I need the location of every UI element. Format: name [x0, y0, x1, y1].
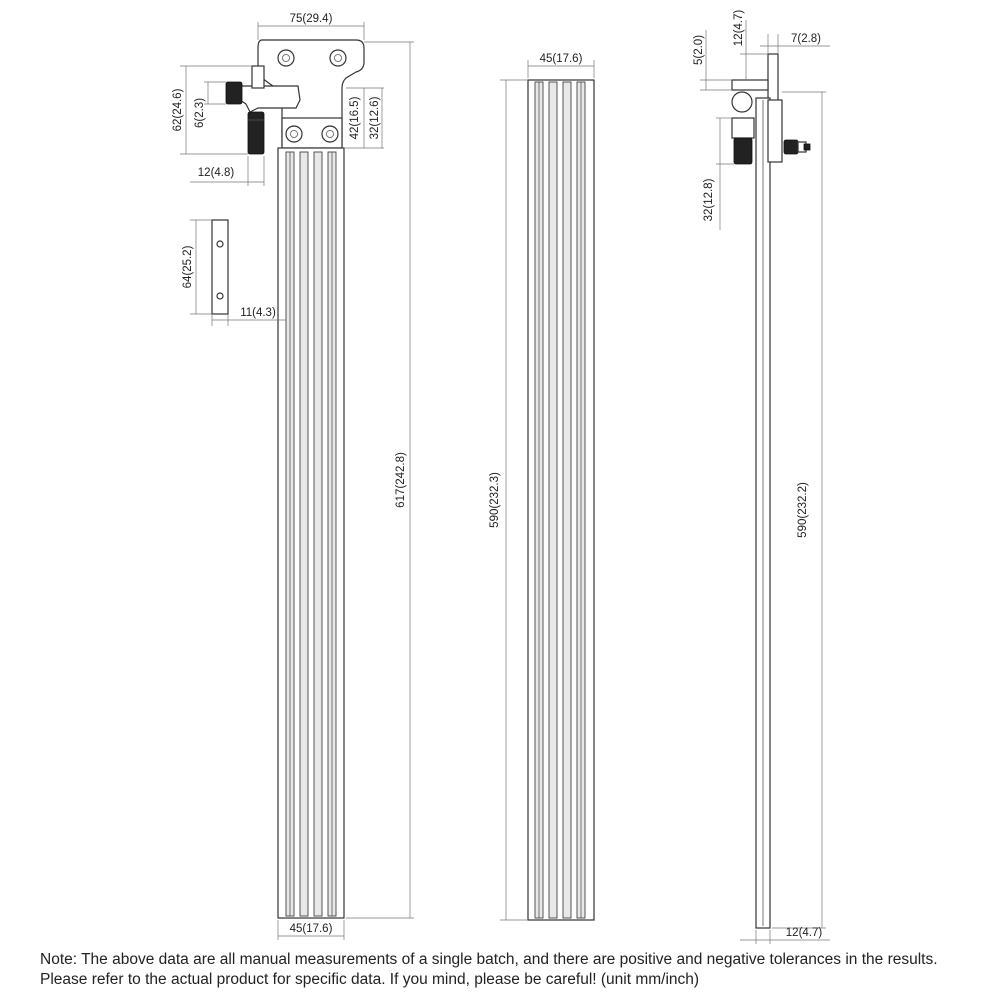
dim-side-12-top: 12(4.7) — [733, 10, 745, 47]
left-view: 75(29.4) 617(242.8) 42(16.5) 32(12.6) 62… — [172, 13, 414, 940]
dim-total-length: 617(242.8) — [395, 452, 407, 508]
dim-top-width: 75(29.4) — [290, 13, 333, 25]
dim-clamp-height: 62(24.6) — [172, 88, 184, 131]
t-nut — [211, 219, 229, 315]
dim-side-bottom: 12(4.7) — [786, 927, 823, 939]
dim-bracket-42: 42(16.5) — [349, 96, 361, 139]
disclaimer-note: Note: The above data are all manual meas… — [40, 951, 938, 988]
side-knob — [733, 137, 753, 165]
side-view: 5(2.0) 12(4.7) 7(2.8) 32(12.8) 590(232.2… — [693, 10, 830, 944]
dim-side-5: 5(2.0) — [693, 35, 705, 65]
t-nut-view: 64(25.2) 11(4.3) — [182, 219, 286, 326]
dim-bottom-width-left: 45(17.6) — [290, 923, 333, 935]
dim-front-length: 590(232.3) — [489, 472, 501, 528]
side-plate — [767, 53, 779, 103]
dim-bracket-32: 32(12.6) — [369, 96, 381, 139]
dim-nut-height: 64(25.2) — [182, 245, 194, 288]
screw-bottom-right — [321, 125, 339, 143]
screw-top-left — [277, 49, 295, 67]
dim-knob-width: 12(4.8) — [198, 167, 235, 179]
clamp-arm — [239, 85, 301, 113]
dim-knob-offset: 6(2.3) — [194, 98, 206, 128]
dim-nut-width: 11(4.3) — [240, 307, 276, 319]
dim-side-length: 590(232.2) — [797, 482, 809, 538]
dim-side-7: 7(2.8) — [791, 33, 821, 45]
clamp-knob — [247, 111, 265, 155]
dim-front-width: 45(17.6) — [540, 53, 583, 65]
screw-bottom-left — [285, 125, 303, 143]
dim-side-32: 32(12.8) — [703, 178, 715, 221]
screw-top-right — [329, 49, 347, 67]
front-view: 45(17.6) 590(232.3) — [489, 53, 595, 921]
